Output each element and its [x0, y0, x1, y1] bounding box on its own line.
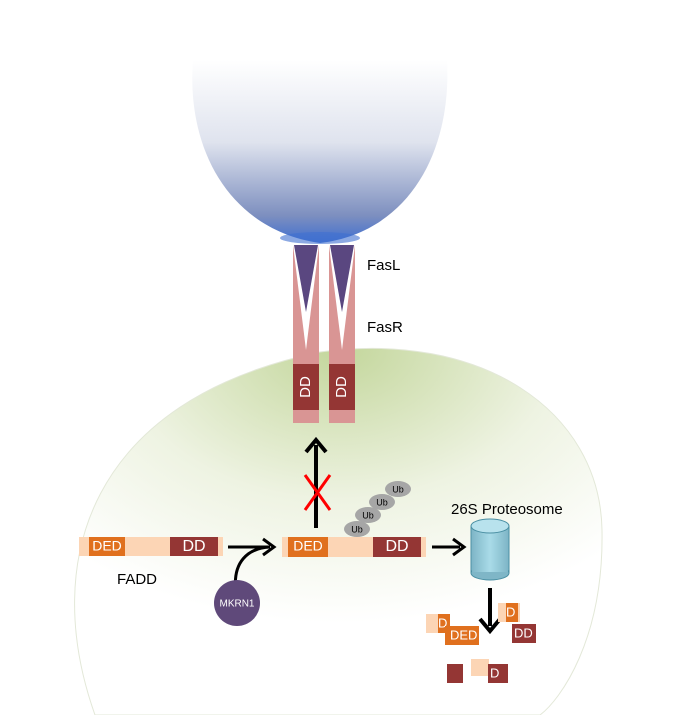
ub-fadd-ded-label: DED: [293, 538, 323, 554]
mkrn1-curve-arrow-head: [262, 537, 277, 557]
mkrn1-enzyme: [214, 580, 260, 626]
ubiquitin-3: [369, 494, 395, 510]
fragment-ded-label: DED: [450, 627, 477, 642]
ubiquitinated-fadd: DED DD: [282, 537, 426, 557]
fas-ligand-right: [330, 245, 354, 312]
ub-fadd-dd-label: DD: [385, 538, 408, 555]
fadd-protein: DED DD: [79, 537, 223, 556]
effector-cell-contact-glow: [280, 232, 360, 244]
fasr-label: FasR: [367, 319, 403, 336]
fragment-d-label-2: D: [506, 604, 515, 619]
fas-ligand-left: [294, 245, 318, 312]
fragment-d-label-3: D: [490, 665, 499, 680]
fragment-dd-label: DD: [514, 625, 533, 640]
proteasome-label: 26S Proteosome: [451, 501, 563, 518]
degradation-arrow-head: [478, 617, 502, 635]
fadd-dd-label: DD: [182, 538, 205, 555]
ubiquitin-2: [355, 507, 381, 523]
degraded-fragments: D DED D DD D: [426, 603, 536, 683]
mkrn1-label: MKRN1: [219, 599, 254, 610]
to-proteasome-arrow-head: [452, 537, 467, 557]
fadd-label: FADD: [117, 571, 157, 588]
ubiquitin-1: [344, 521, 370, 537]
ubiquitin-4: [385, 481, 411, 497]
fadd-ded-label: DED: [92, 538, 122, 554]
fasl-label: FasL: [367, 257, 400, 274]
effector-cell: [192, 60, 448, 243]
ubiquitin-1-label: Ub: [351, 524, 363, 534]
recruitment-arrow-head: [304, 436, 328, 454]
dd-label-receptor-left: DD: [297, 376, 314, 398]
dd-label-receptor-right: DD: [333, 376, 350, 398]
ubiquitin-chain: Ub Ub Ub Ub: [344, 481, 411, 537]
ubiquitin-4-label: Ub: [392, 484, 404, 494]
proteasome-cylinder: [470, 518, 510, 581]
ubiquitin-2-label: Ub: [362, 510, 374, 520]
fragment-d-label-1: D: [438, 615, 447, 630]
inhibition-x-mark: [303, 474, 332, 511]
target-cell-membrane: [74, 347, 603, 715]
ubiquitin-3-label: Ub: [376, 497, 388, 507]
